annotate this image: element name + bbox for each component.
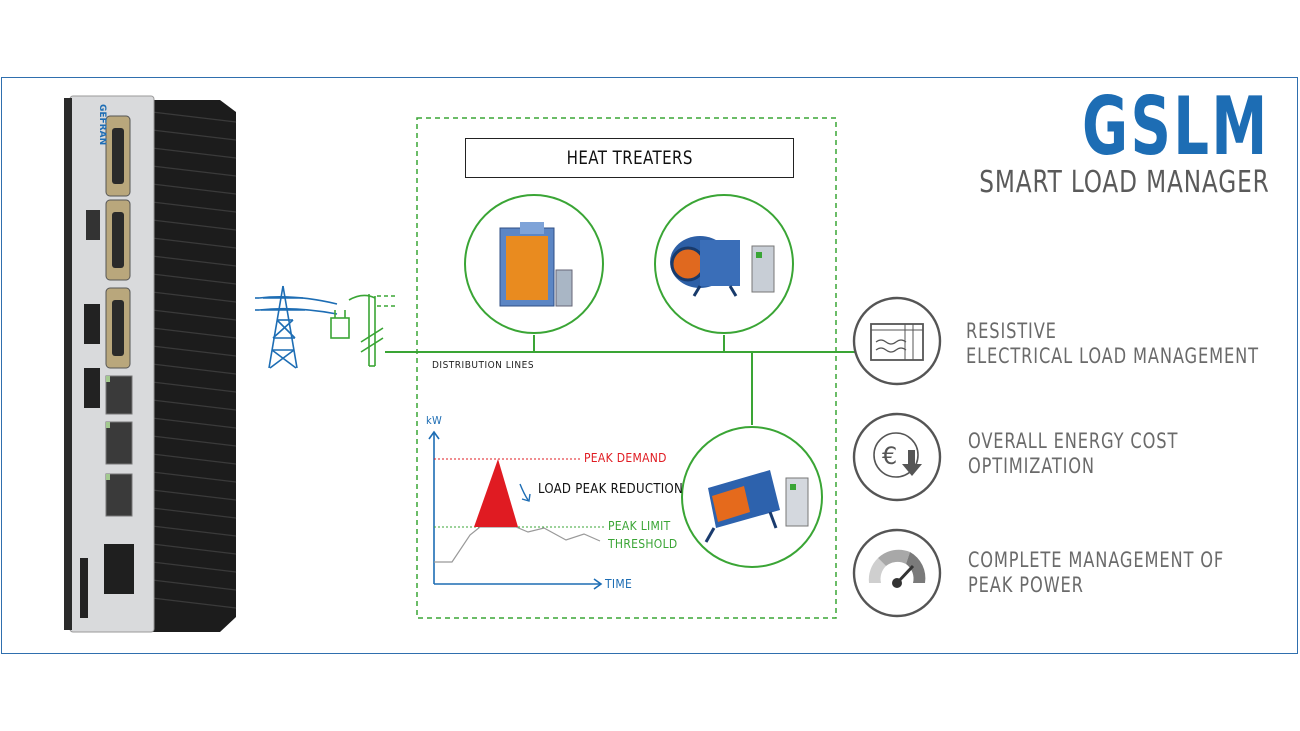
svg-text:€: € <box>882 442 897 470</box>
y-axis-label: kW <box>426 414 443 427</box>
peak-limit-label: PEAK LIMIT <box>608 519 671 533</box>
continuous-furnace-icon <box>704 470 809 543</box>
distribution-lines-label: DISTRIBUTION LINES <box>432 360 535 371</box>
content-frame <box>1 77 1298 654</box>
resistor-icon <box>852 296 942 386</box>
threshold-label: THRESHOLD <box>608 537 678 551</box>
heatsink-fins <box>150 100 237 632</box>
controller-device: GEFRAN <box>64 95 237 633</box>
brand-subtitle: SMART LOAD MANAGER <box>979 165 1270 200</box>
device-logo: GEFRAN <box>97 104 107 145</box>
power-grid-icon <box>255 285 397 369</box>
brand-title: GSLM <box>1082 80 1270 173</box>
load-curve <box>434 526 601 563</box>
feature-peak-power: COMPLETE MANAGEMENT OF PEAK POWER <box>968 548 1225 597</box>
peak-area <box>474 459 518 527</box>
box-furnace-icon <box>499 222 573 307</box>
heat-treaters-area <box>416 117 837 619</box>
euro-down-icon: € <box>852 412 942 502</box>
gauge-icon <box>852 528 942 618</box>
feature-energy-cost: OVERALL ENERGY COST OPTIMIZATION <box>968 429 1179 478</box>
load-peak-reduction-label: LOAD PEAK REDUCTION <box>538 482 684 497</box>
peak-chart <box>428 430 604 590</box>
peak-demand-label: PEAK DEMAND <box>584 451 667 465</box>
reduction-arrow <box>521 493 531 502</box>
heat-treaters-title: HEAT TREATERS <box>465 138 794 178</box>
x-axis-label: TIME <box>605 577 633 591</box>
brand-block: GSLM SMART LOAD MANAGER <box>932 80 1270 200</box>
vacuum-furnace-icon <box>670 236 775 297</box>
feature-resistive-load: RESISTIVE ELECTRICAL LOAD MANAGEMENT <box>966 319 1259 368</box>
